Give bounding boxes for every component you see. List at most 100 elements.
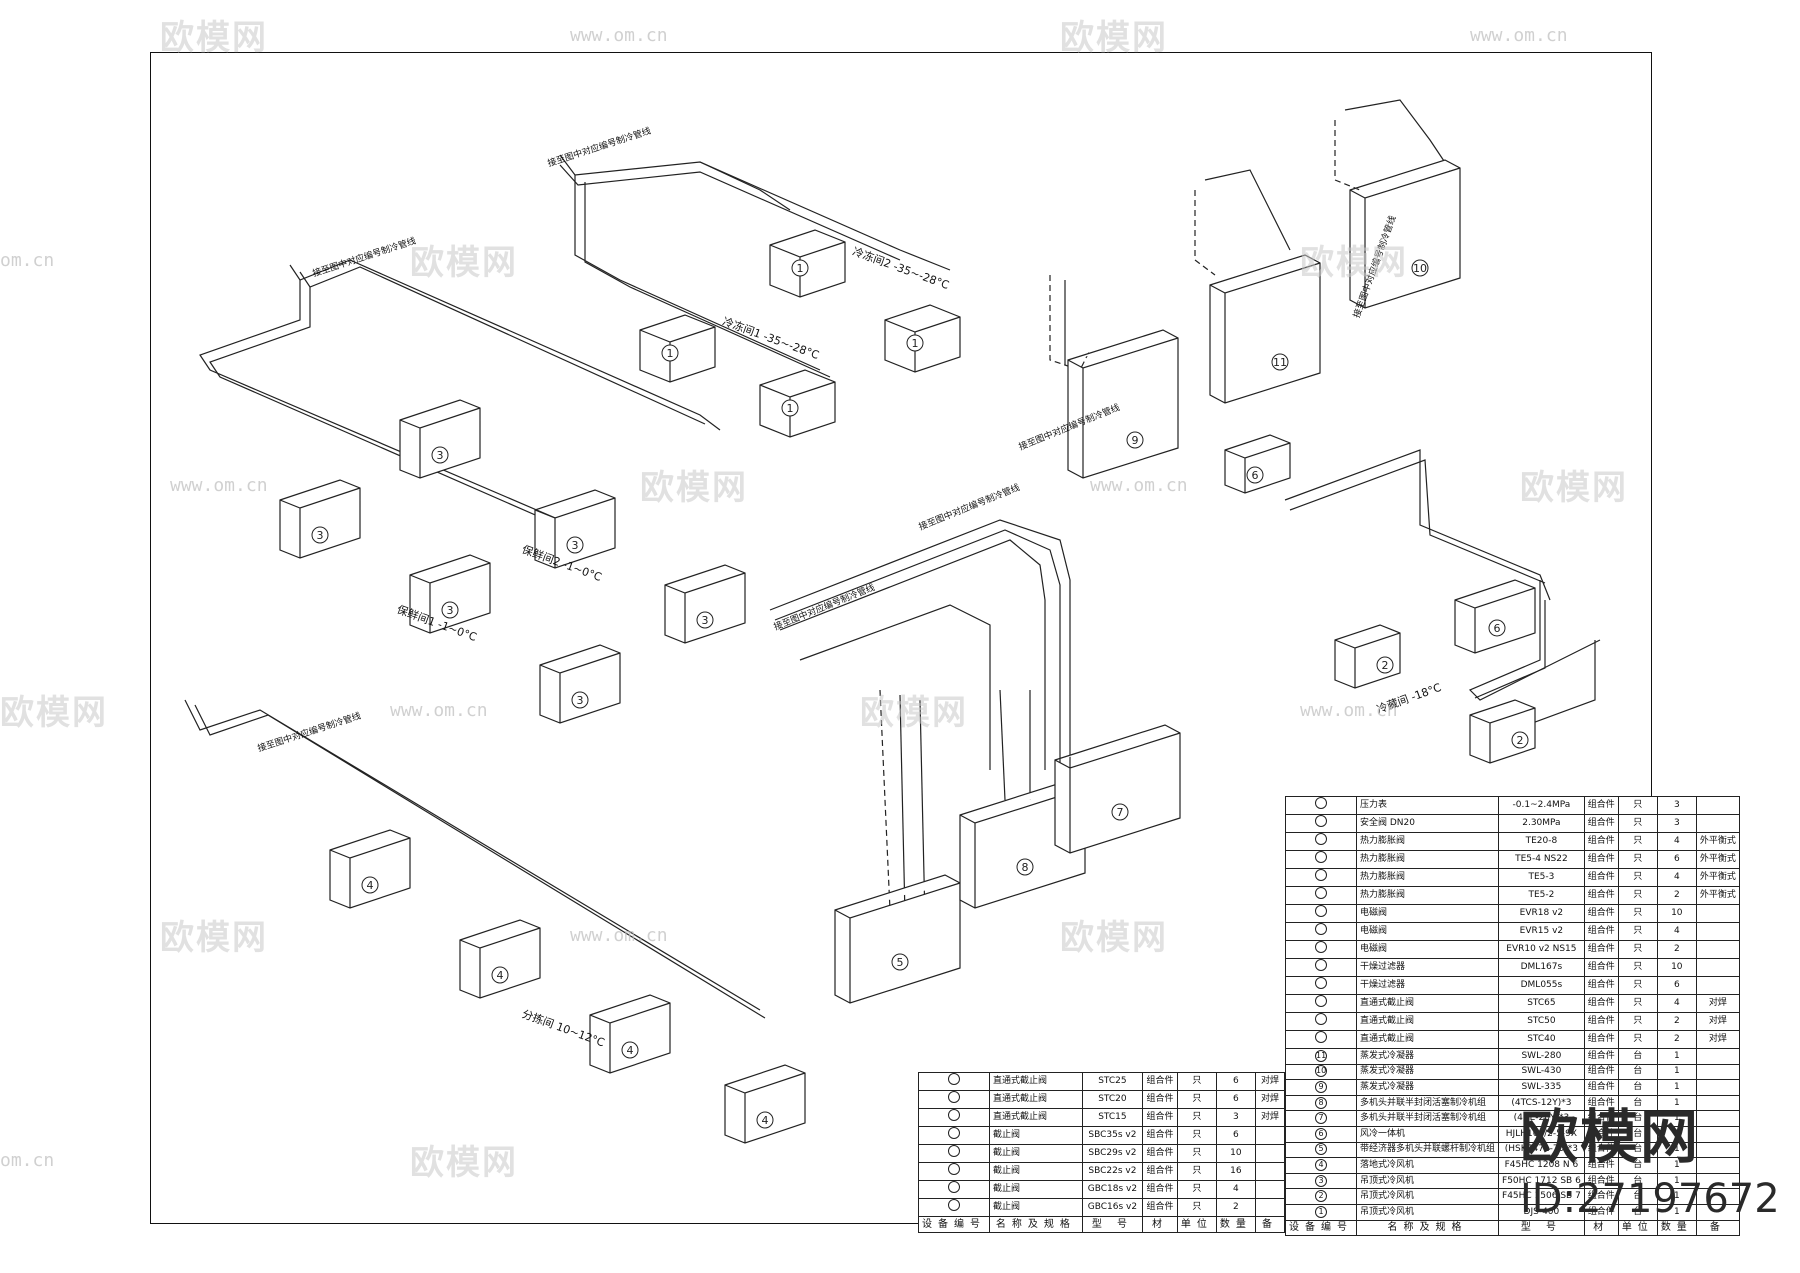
- cell-qty: 6: [1215, 1126, 1256, 1145]
- cell-qty: 6: [1656, 850, 1697, 869]
- unit-number: 3: [572, 539, 579, 552]
- unit-number-circle: [781, 399, 799, 417]
- unit-number-circle: [491, 966, 509, 984]
- item-marker: 8: [1315, 1096, 1327, 1109]
- cell-mat: 组合件: [1583, 814, 1619, 833]
- cell-note: [1254, 1198, 1286, 1217]
- unit-number-circle: [621, 1041, 639, 1059]
- watermark-url: www.om.cn: [1090, 475, 1188, 496]
- unit-number: 6: [1252, 469, 1259, 482]
- cell-note: [1695, 1079, 1740, 1096]
- cell-spec: TE20-8: [1498, 832, 1585, 851]
- unit-number: 11: [1273, 356, 1287, 369]
- cell-name: 直通式截止阀: [989, 1072, 1083, 1091]
- cell-qty: 16: [1215, 1162, 1256, 1181]
- cell-spec: SBC29s v2: [1081, 1144, 1144, 1163]
- header-unit: 单位: [1176, 1216, 1217, 1233]
- header-mat: 材: [1142, 1216, 1178, 1233]
- cell-spec: SWL-280: [1498, 1048, 1585, 1065]
- watermark-url: www.om.cn: [390, 700, 488, 721]
- cell-spec: GBC18s v2: [1081, 1180, 1144, 1199]
- item-marker: 10: [1315, 1065, 1327, 1078]
- unit-number-circle: [431, 446, 449, 464]
- cell-name: 热力膨胀阀: [1355, 832, 1500, 851]
- cell-unit: 台: [1617, 1048, 1658, 1065]
- cell-qty: 2: [1656, 886, 1697, 905]
- unit-number: 1: [667, 347, 674, 360]
- item-marker: [1315, 851, 1327, 863]
- unit-number: 8: [1022, 861, 1029, 874]
- unit-number: 2: [1382, 659, 1389, 672]
- brand-logo-text: 欧模网: [1520, 1103, 1701, 1171]
- cell-name: 蒸发式冷凝器: [1355, 1063, 1500, 1081]
- drawing-frame: [150, 52, 1652, 1224]
- cell-mat: 组合件: [1583, 1094, 1619, 1112]
- cell-mat: 组合件: [1583, 1157, 1619, 1174]
- unit-number: 1: [787, 402, 794, 415]
- cell-mat: 组合件: [1583, 832, 1619, 851]
- cell-name: 热力膨胀阀: [1355, 886, 1500, 905]
- cell-name: 电磁阀: [1355, 940, 1500, 959]
- cell-name: 截止阀: [989, 1180, 1083, 1199]
- header-unit: 单位: [1617, 1219, 1658, 1237]
- unit-number-circle: [311, 526, 329, 544]
- cell-unit: 只: [1617, 1030, 1658, 1049]
- cell-mat: 组合件: [1142, 1198, 1178, 1217]
- cell-unit: 只: [1176, 1180, 1217, 1199]
- item-marker: [948, 1145, 960, 1157]
- item-marker: [1315, 995, 1327, 1007]
- cell-spec: SBC22s v2: [1081, 1162, 1144, 1181]
- cell-note: [1695, 796, 1740, 815]
- cell-qty: 3: [1656, 814, 1697, 833]
- cell-note: 对焊: [1695, 1030, 1740, 1049]
- item-marker: [1315, 869, 1327, 881]
- cell-note: 外平衡式: [1695, 886, 1740, 905]
- unit-number-circle: [756, 1111, 774, 1129]
- unit-number: 2: [1517, 734, 1524, 747]
- cell-qty: 3: [1656, 796, 1697, 815]
- watermark-logo: 欧模网: [160, 18, 268, 58]
- unit-number-circle: [1488, 619, 1506, 637]
- cell-note: [1695, 922, 1740, 941]
- cell-note: [1695, 1063, 1740, 1081]
- cell-unit: 只: [1617, 1012, 1658, 1031]
- cell-qty: 6: [1215, 1090, 1256, 1109]
- header-qty: 数量: [1215, 1216, 1256, 1233]
- item-marker: [1315, 977, 1327, 989]
- cell-name: 压力表: [1355, 796, 1500, 815]
- cell-spec: EVR18 v2: [1498, 904, 1585, 923]
- cell-name: 截止阀: [989, 1162, 1083, 1181]
- cell-qty: 10: [1656, 904, 1697, 923]
- cell-name: 热力膨胀阀: [1355, 868, 1500, 887]
- cell-mat: 组合件: [1583, 994, 1619, 1013]
- header-note: 备: [1695, 1219, 1740, 1237]
- cell-name: 蒸发式冷凝器: [1355, 1048, 1500, 1065]
- unit-number: 7: [1117, 806, 1124, 819]
- cell-note: 对焊: [1254, 1090, 1286, 1109]
- cell-spec: DML167s: [1498, 958, 1585, 977]
- unit-number-circle: [361, 876, 379, 894]
- header-qty: 数量: [1656, 1219, 1697, 1237]
- cell-note: [1695, 1157, 1740, 1174]
- cell-note: 外平衡式: [1695, 850, 1740, 869]
- cell-name: 吊顶式冷风机: [1355, 1203, 1500, 1221]
- unit-number-circle: [1126, 431, 1144, 449]
- unit-number: 1: [797, 262, 804, 275]
- item-marker: [948, 1199, 960, 1211]
